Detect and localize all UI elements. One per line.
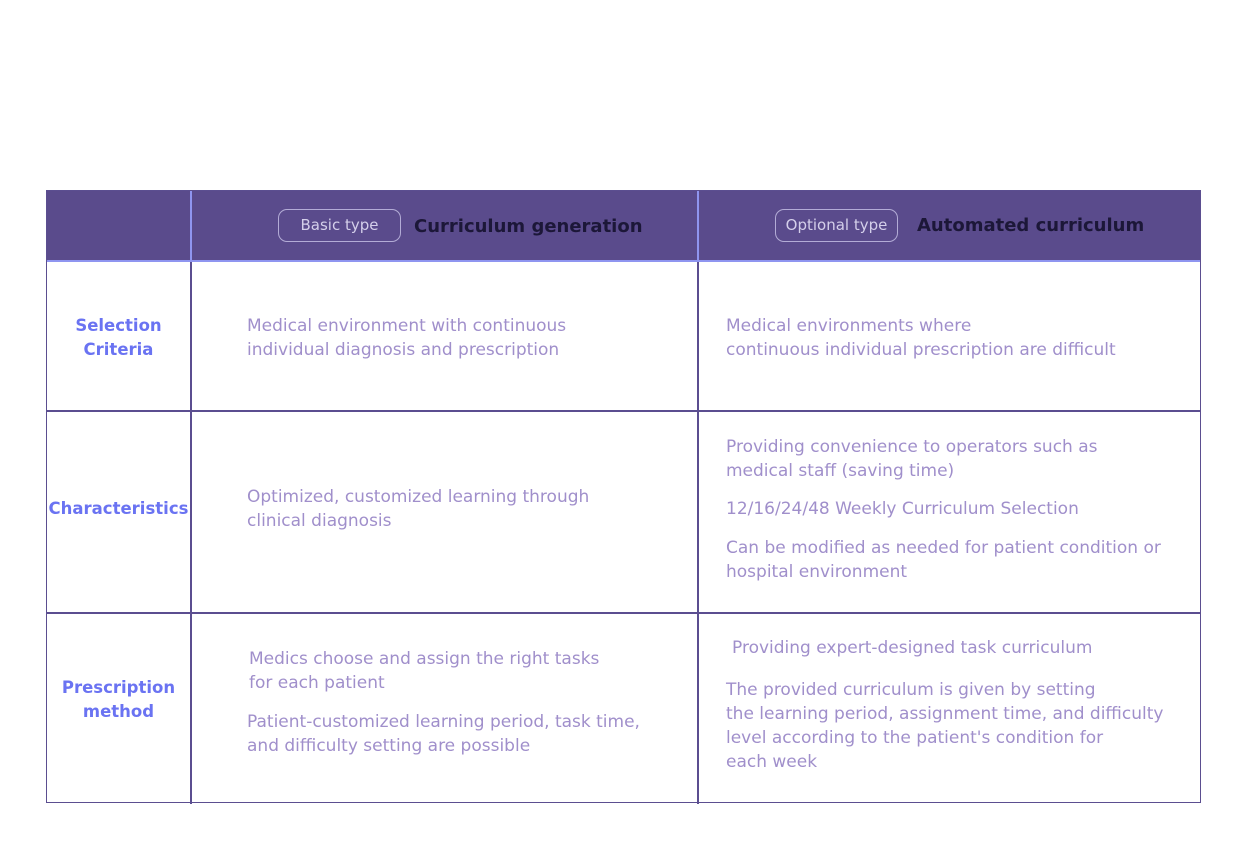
text-line: Patient-customized learning period, task… [247,712,640,732]
optional-type-tag: Optional type [775,209,898,242]
row-label-line: Selection [75,316,162,335]
text-line: Providing expert-designed task curriculu… [732,638,1093,658]
row-label-prescription-method: Prescription method [47,676,190,724]
row-label-line: Characteristics [48,499,189,518]
text-line: hospital environment [726,562,908,582]
text-line: for each patient [249,673,385,693]
prescription-optional-text-2: The provided curriculum is given by sett… [726,678,1163,774]
text-line: each week [726,752,818,772]
basic-type-tag: Basic type [278,209,401,242]
comparison-table: Basic type Curriculum generation Optiona… [46,190,1201,804]
selection-criteria-optional-text: Medical environments where continuous in… [726,314,1116,362]
characteristics-optional-text-1: Providing convenience to operators such … [726,435,1098,483]
text-line: Providing convenience to operators such … [726,437,1098,457]
column-divider [697,262,699,804]
row-divider [47,612,1200,614]
row-label-line: Criteria [83,340,154,359]
prescription-basic-text-1: Medics choose and assign the right tasks… [249,647,599,695]
text-line: continuous individual prescription are d… [726,340,1116,360]
header-divider [697,191,699,262]
row-divider [47,410,1200,412]
header-title-curriculum-generation: Curriculum generation [414,216,643,237]
characteristics-basic-text: Optimized, customized learning through c… [247,485,589,533]
row-label-line: method [82,702,155,721]
characteristics-optional-text-2: 12/16/24/48 Weekly Curriculum Selection [726,497,1079,521]
text-line: Can be modified as needed for patient co… [726,538,1161,558]
table-header [47,191,1200,262]
text-line: Medical environment with continuous [247,316,567,336]
text-line: the learning period, assignment time, an… [726,704,1164,724]
text-line: medical staff (saving time) [726,461,955,481]
text-line: and difficulty setting are possible [247,736,531,756]
text-line: Optimized, customized learning through [247,487,590,507]
prescription-optional-text-1: Providing expert-designed task curriculu… [732,636,1092,660]
row-label-line: Prescription [61,678,176,697]
text-line: level according to the patient's conditi… [726,728,1104,748]
header-divider [190,191,192,262]
text-line: individual diagnosis and prescription [247,340,560,360]
prescription-basic-text-2: Patient-customized learning period, task… [247,710,640,758]
text-line: The provided curriculum is given by sett… [726,680,1096,700]
text-line: Medical environments where [726,316,972,336]
characteristics-optional-text-3: Can be modified as needed for patient co… [726,536,1161,584]
text-line: 12/16/24/48 Weekly Curriculum Selection [726,499,1079,519]
row-label-characteristics: Characteristics [47,497,190,521]
text-line: Medics choose and assign the right tasks [249,649,600,669]
header-title-automated-curriculum: Automated curriculum [917,215,1145,236]
column-divider [190,262,192,804]
row-label-selection-criteria: Selection Criteria [47,314,190,362]
selection-criteria-basic-text: Medical environment with continuous indi… [247,314,566,362]
text-line: clinical diagnosis [247,511,392,531]
